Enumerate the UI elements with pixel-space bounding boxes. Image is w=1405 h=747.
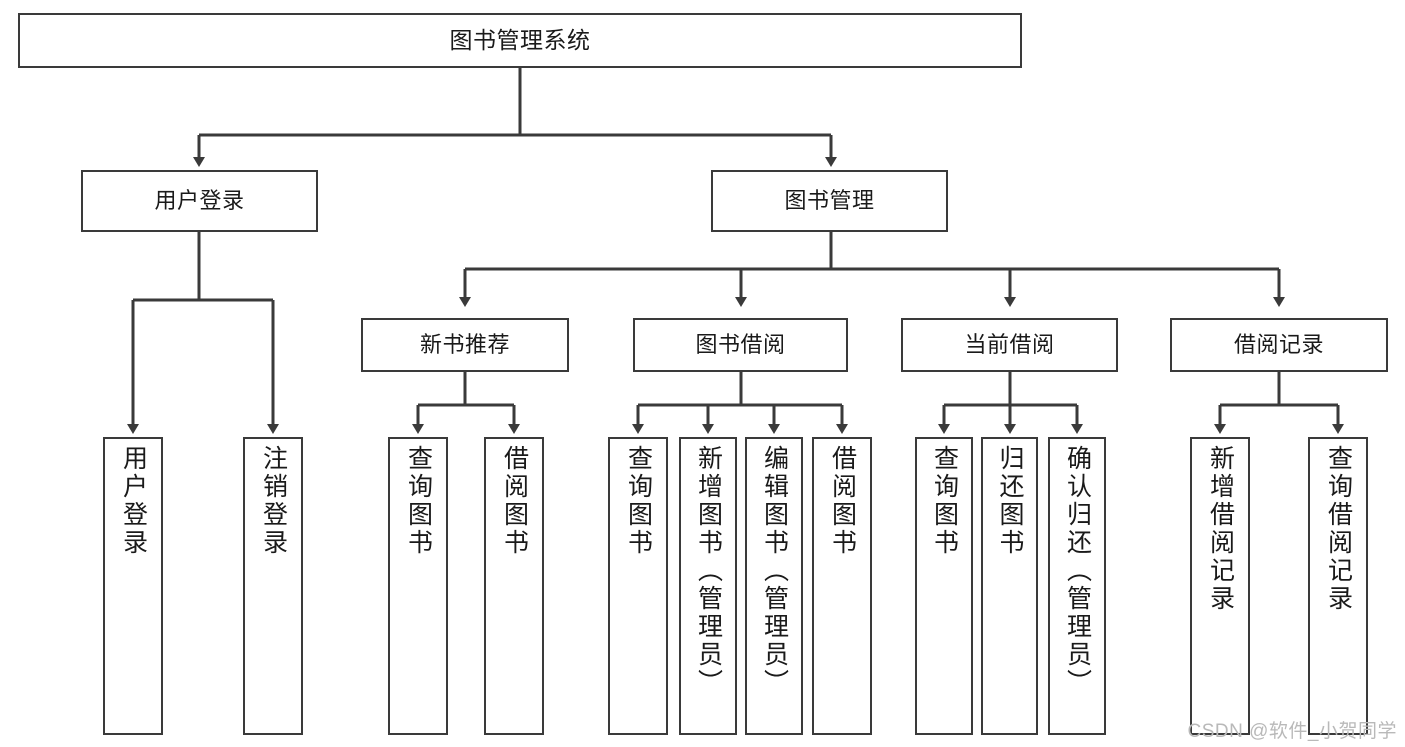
node-label: 查询借阅记录 — [1324, 445, 1353, 613]
leaf-query-book-current[interactable]: 查询图书 — [915, 437, 973, 735]
node-user-login[interactable]: 用户登录 — [81, 170, 318, 232]
node-label: 查询图书 — [624, 445, 653, 557]
node-label: 用户登录 — [154, 188, 245, 214]
node-label: 新书推荐 — [419, 332, 510, 358]
node-label: 图书管理系统 — [449, 27, 591, 54]
node-label: 确认归还（管理员） — [1063, 445, 1092, 697]
node-label: 借阅图书 — [828, 445, 857, 557]
node-label: 编辑图书（管理员） — [760, 445, 789, 697]
node-label: 图书借阅 — [695, 332, 786, 358]
leaf-return-book[interactable]: 归还图书 — [981, 437, 1038, 735]
node-label: 查询图书 — [404, 445, 433, 557]
leaf-edit-book-admin[interactable]: 编辑图书（管理员） — [745, 437, 803, 735]
node-label: 借阅图书 — [500, 445, 529, 557]
leaf-confirm-return-admin[interactable]: 确认归还（管理员） — [1048, 437, 1106, 735]
leaf-borrow-book-new-book[interactable]: 借阅图书 — [484, 437, 544, 735]
node-label: 查询图书 — [930, 445, 959, 557]
leaf-logout[interactable]: 注销登录 — [243, 437, 303, 735]
leaf-query-book-borrow[interactable]: 查询图书 — [608, 437, 668, 735]
leaf-borrow-book-borrow[interactable]: 借阅图书 — [812, 437, 872, 735]
node-label: 当前借阅 — [964, 332, 1055, 358]
csdn-watermark: CSDN @软件_小贺同学 — [1187, 721, 1397, 742]
node-label: 归还图书 — [996, 445, 1024, 557]
node-current-borrow[interactable]: 当前借阅 — [901, 318, 1118, 372]
leaf-add-book-admin[interactable]: 新增图书（管理员） — [679, 437, 737, 735]
node-label: 用户登录 — [119, 445, 148, 557]
node-label: 借阅记录 — [1233, 332, 1324, 358]
leaf-add-borrow-record[interactable]: 新增借阅记录 — [1190, 437, 1250, 735]
leaf-query-book-new-book[interactable]: 查询图书 — [388, 437, 448, 735]
node-borrow-record[interactable]: 借阅记录 — [1170, 318, 1388, 372]
node-book-borrow[interactable]: 图书借阅 — [633, 318, 848, 372]
node-label: 注销登录 — [259, 445, 288, 557]
node-new-book-recommend[interactable]: 新书推荐 — [361, 318, 569, 372]
leaf-query-borrow-record[interactable]: 查询借阅记录 — [1308, 437, 1368, 735]
leaf-user-login[interactable]: 用户登录 — [103, 437, 163, 735]
node-book-management[interactable]: 图书管理 — [711, 170, 948, 232]
node-label: 图书管理 — [784, 188, 875, 214]
node-label: 新增图书（管理员） — [694, 445, 723, 697]
node-label: 新增借阅记录 — [1206, 445, 1235, 613]
node-root-system[interactable]: 图书管理系统 — [18, 13, 1022, 68]
